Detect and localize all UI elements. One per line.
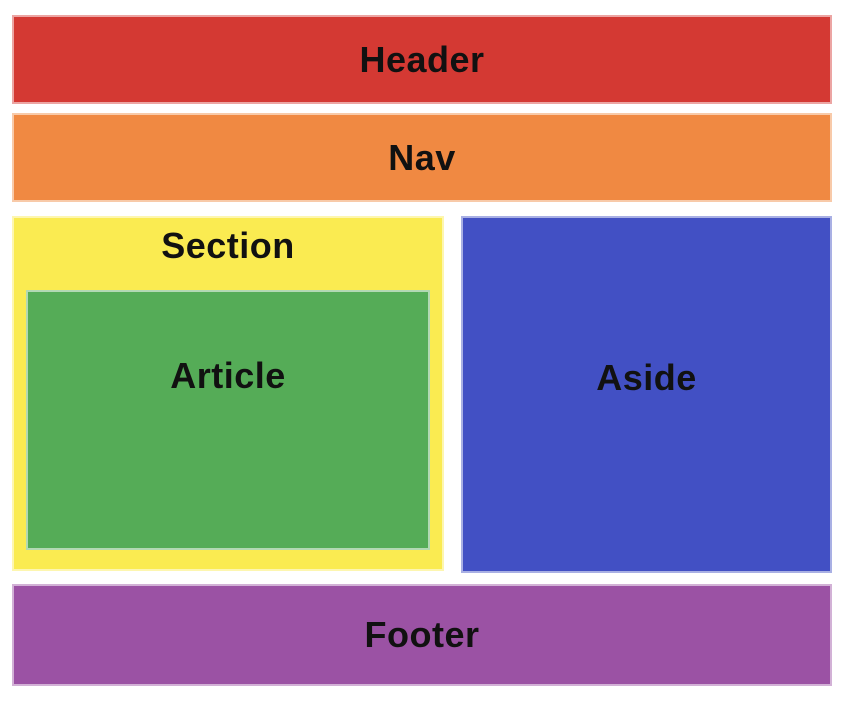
aside-block: Aside: [461, 216, 832, 573]
section-block: Section Article: [12, 216, 444, 571]
footer-label: Footer: [364, 614, 480, 655]
nav-block: Nav: [12, 113, 832, 202]
aside-label: Aside: [596, 357, 697, 398]
header-block: Header: [12, 15, 832, 104]
nav-label: Nav: [388, 136, 456, 178]
section-label: Section: [161, 225, 295, 266]
header-label: Header: [359, 38, 485, 80]
article-label: Article: [170, 355, 286, 396]
footer-block: Footer: [12, 584, 832, 686]
article-block: Article: [26, 290, 430, 550]
